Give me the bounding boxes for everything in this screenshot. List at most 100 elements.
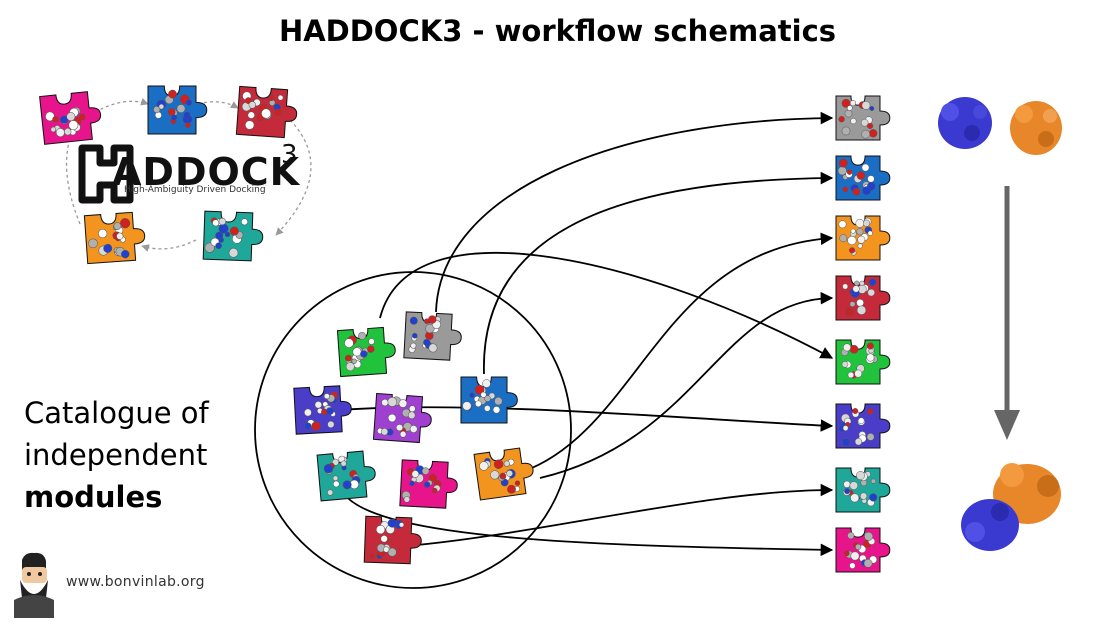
molecule-atom — [268, 94, 275, 102]
molecule-atom — [398, 399, 408, 408]
molecule-atom — [854, 369, 863, 378]
molecule-atom — [409, 480, 415, 487]
molecule-atom — [68, 120, 79, 130]
molecule-atom — [45, 111, 55, 122]
molecule-atom — [332, 475, 339, 482]
connector-arrow-3 — [521, 232, 834, 473]
molecule-atom — [850, 228, 856, 234]
molecule-atom — [862, 219, 871, 227]
molecule-atom — [857, 243, 863, 249]
molecule-atom — [50, 126, 57, 133]
molecule-atom — [842, 425, 849, 431]
bonvinlab-avatar-icon — [14, 552, 54, 618]
catalogue-puzzle-piece-purple — [372, 392, 432, 444]
molecule-atom — [425, 323, 435, 334]
molecule-atom — [867, 230, 873, 236]
molecule-atom — [184, 122, 191, 129]
molecule-atom — [376, 525, 386, 535]
molecule-atom — [849, 344, 859, 354]
molecule-atom — [869, 493, 878, 502]
molecule-atom — [247, 111, 255, 119]
molecule-atom — [847, 105, 853, 111]
molecule-atom — [327, 420, 335, 428]
molecule-atom — [856, 471, 865, 480]
molecule-atom — [844, 550, 850, 557]
protein-blue-monomer — [938, 97, 992, 149]
molecule-atom — [224, 231, 231, 238]
molecule-atom — [369, 553, 375, 559]
molecule-atom — [409, 316, 418, 325]
molecule-atom — [352, 347, 362, 357]
molecule-atom — [153, 106, 161, 114]
puzzle-pieces — [39, 85, 891, 573]
protein-complex — [961, 463, 1061, 551]
molecule-atom — [311, 421, 321, 431]
molecule-atom — [861, 101, 871, 110]
molecule-atom — [121, 250, 130, 259]
haddock-logo-subtitle: High-Ambiguity Driven Docking — [124, 185, 266, 195]
molecule-atom — [850, 118, 857, 125]
molecule-atom — [323, 464, 334, 474]
molecule-atom — [428, 474, 437, 483]
catalogue-puzzle-piece-red — [363, 515, 422, 565]
molecule-atom — [480, 391, 487, 398]
molecule-atom — [342, 480, 352, 490]
molecule-atom — [482, 379, 491, 388]
logo-puzzle-piece-red — [235, 85, 298, 139]
molecule-atom — [854, 438, 863, 446]
molecule-atom — [410, 342, 417, 349]
molecule-atom — [843, 343, 851, 352]
molecule-atom — [421, 467, 430, 475]
molecule-atom — [849, 301, 856, 307]
molecule-atom — [387, 413, 397, 423]
catalogue-puzzle-piece-indigo — [293, 385, 352, 435]
molecule-atom — [506, 470, 513, 477]
molecule-atom — [171, 114, 178, 121]
website-link[interactable]: www.bonvinlab.org — [66, 574, 205, 590]
molecule-atom — [870, 478, 876, 484]
molecule-atom — [847, 371, 855, 379]
molecule-atom — [218, 217, 226, 226]
molecule-atom — [412, 332, 418, 339]
molecule-atom — [314, 401, 322, 409]
molecule-atom — [409, 425, 418, 433]
molecule-atom — [52, 116, 59, 123]
molecule-atom — [399, 431, 407, 438]
molecule-atom — [411, 470, 420, 478]
molecule-atom — [857, 235, 866, 244]
molecule-atom — [98, 228, 108, 239]
molecule-atom — [248, 101, 256, 109]
molecule-atom — [490, 470, 500, 480]
molecule-atom — [841, 126, 851, 136]
logo-puzzle-piece-orange — [83, 211, 146, 265]
molecule-atom — [380, 535, 388, 543]
molecule-atom — [340, 460, 347, 467]
molecule-atom — [462, 401, 472, 411]
molecule-atom — [274, 108, 282, 116]
molecule-atom — [867, 408, 874, 415]
molecule-atom — [395, 424, 404, 432]
puzzle-piece-shape — [316, 450, 376, 502]
molecule-atom — [245, 120, 255, 130]
molecule-atom — [855, 543, 862, 550]
molecule-atom — [847, 235, 857, 246]
molecule-atom — [167, 108, 176, 116]
molecule-atom — [843, 480, 851, 488]
molecule-atom — [304, 422, 312, 430]
molecule-atom — [304, 408, 312, 417]
molecule-atom — [469, 392, 475, 399]
catalogue-line-2: independent — [24, 438, 208, 472]
molecule-atom — [866, 353, 875, 362]
molecule-atom — [852, 408, 859, 414]
molecule-atom — [403, 496, 411, 503]
molecule-atom — [183, 111, 191, 119]
molecule-atom — [484, 395, 491, 402]
connector-arrow-7 — [379, 483, 834, 549]
connector-arrow-2 — [483, 171, 834, 375]
molecule-atom — [867, 288, 875, 297]
haddock-logo-h — [78, 144, 134, 204]
molecule-atom — [837, 166, 847, 176]
workflow-step-4-red — [835, 275, 891, 321]
molecule-atom — [850, 493, 860, 503]
molecule-atom — [494, 396, 503, 406]
